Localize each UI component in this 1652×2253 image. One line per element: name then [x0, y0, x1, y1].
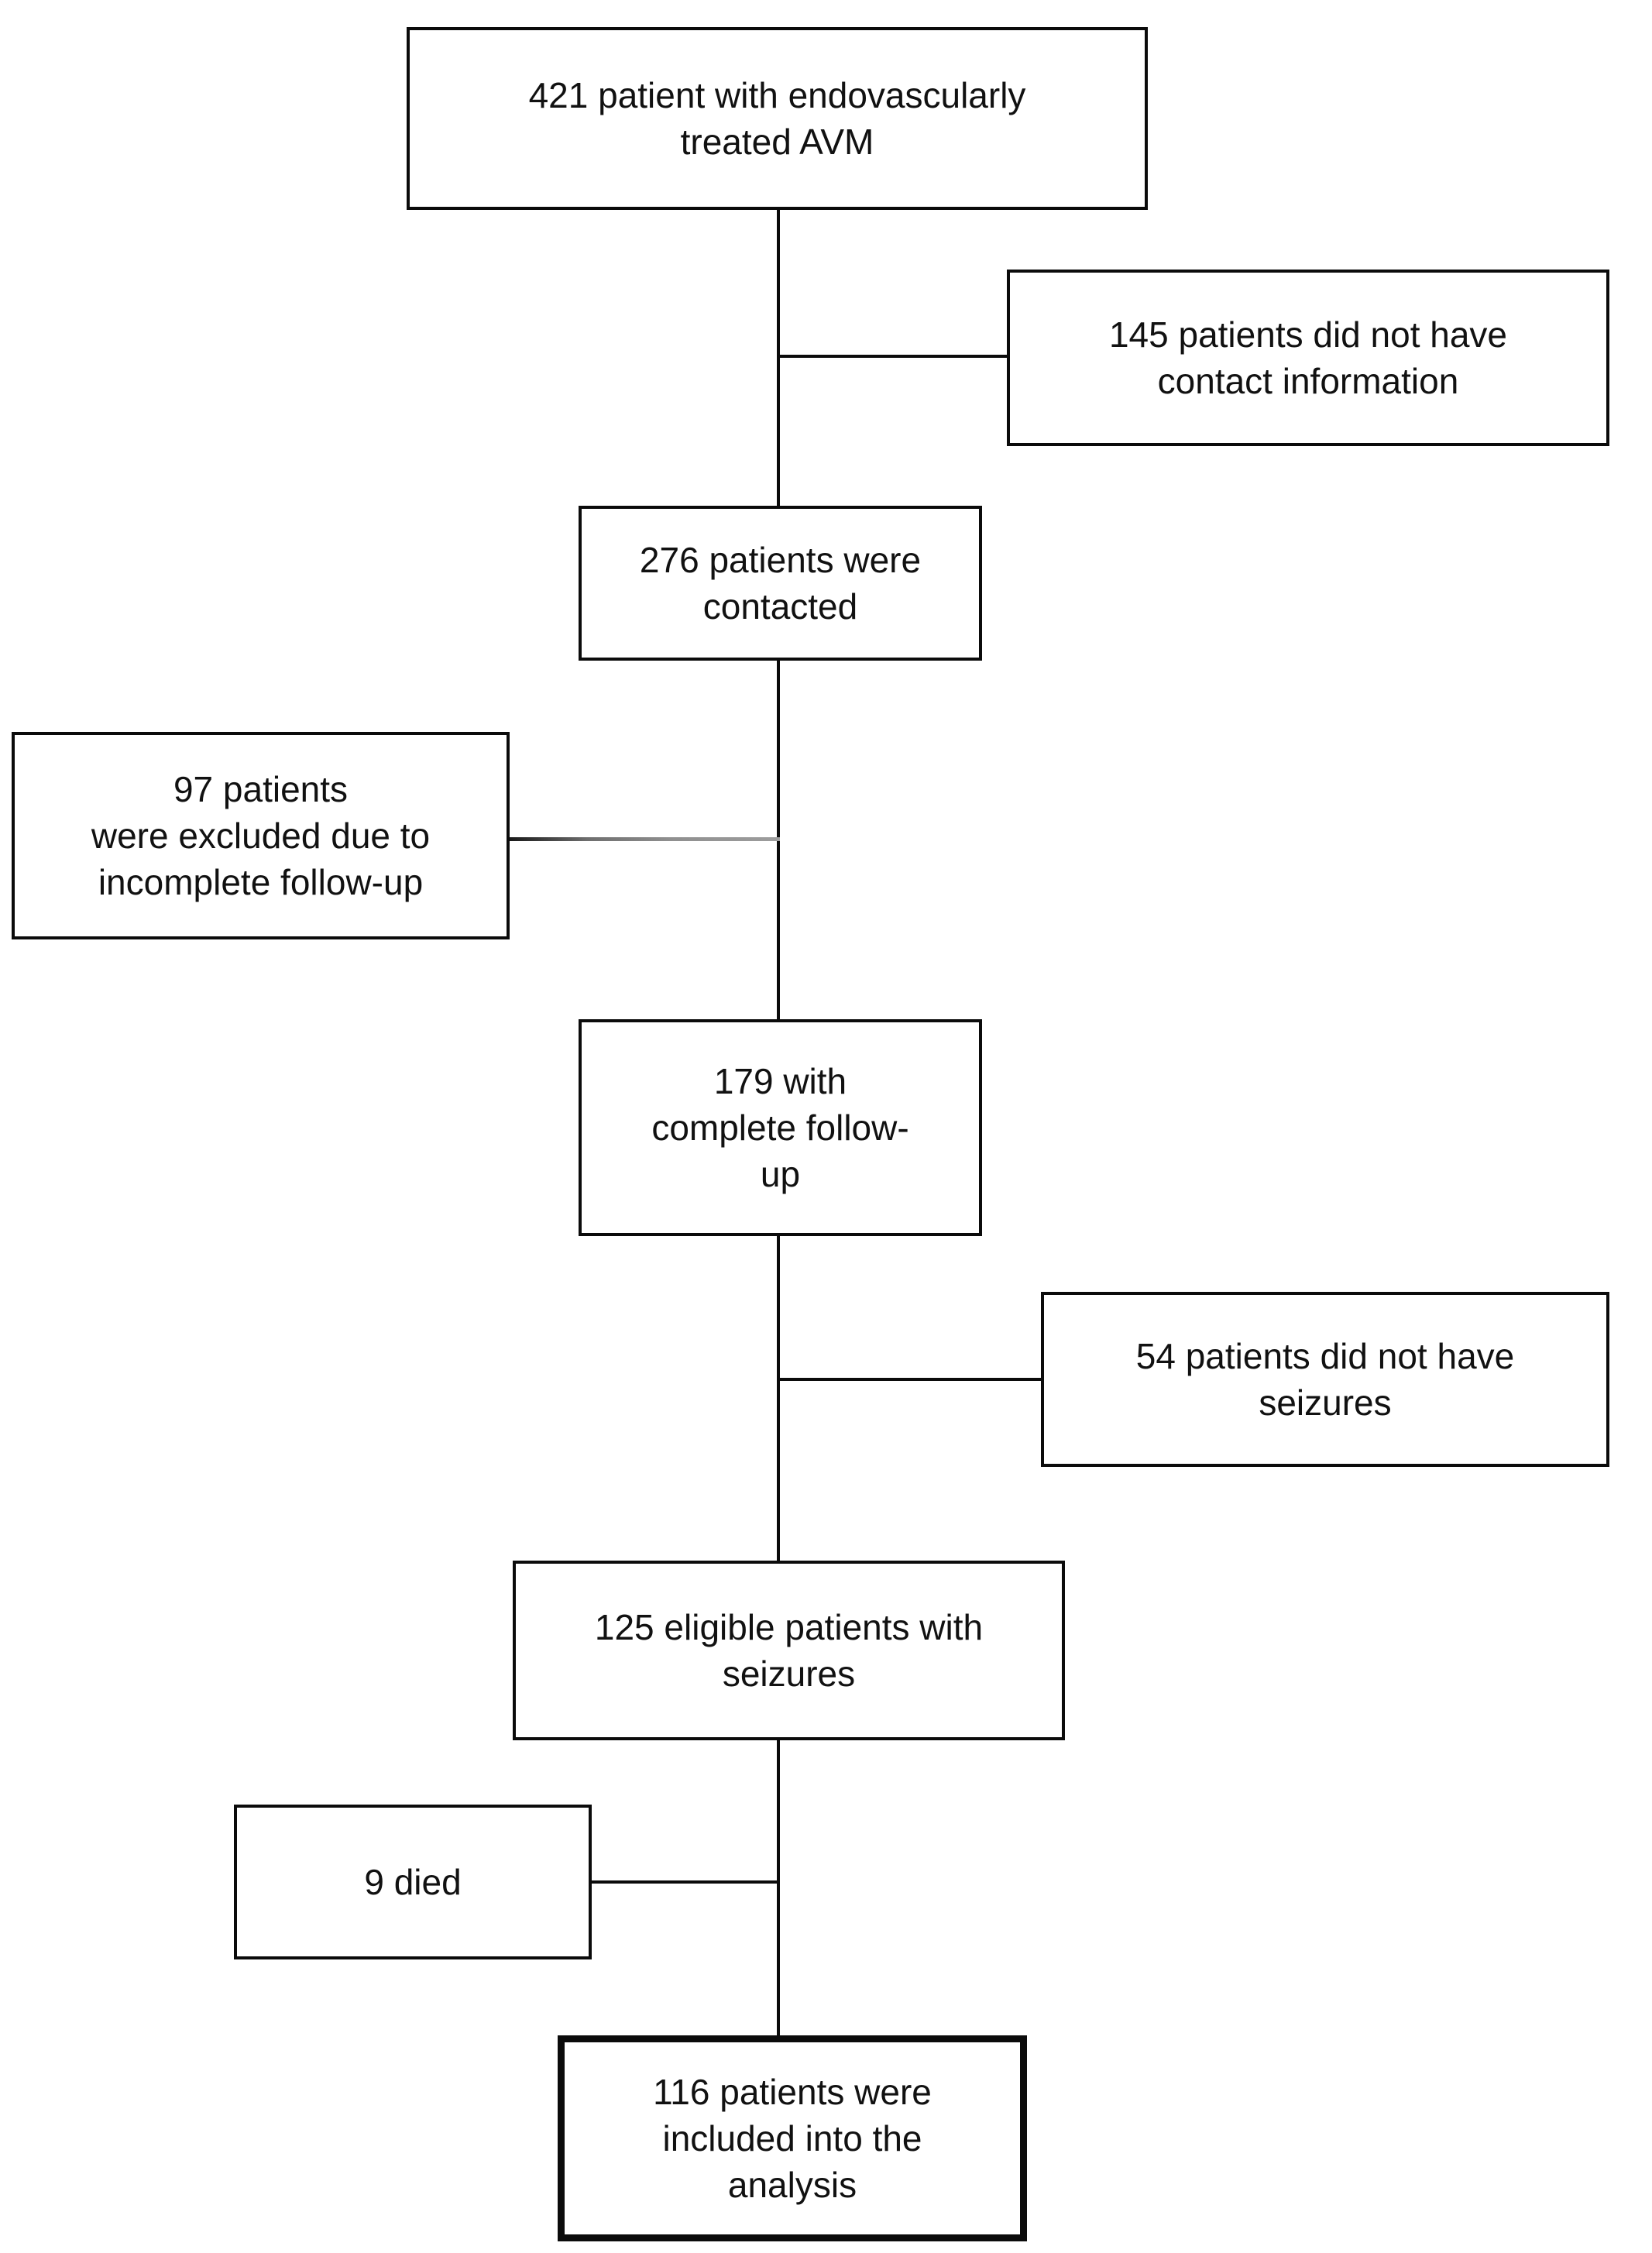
node-died: 9 died [234, 1805, 592, 1959]
node-excluded-incomplete-followup: 97 patients were excluded due to incompl… [12, 732, 510, 939]
node-eligible-with-seizures: 125 eligible patients with seizures [513, 1561, 1065, 1740]
node-no-contact-info-label: 145 patients did not have contact inform… [1108, 314, 1508, 401]
connector-followup-to-eligible [777, 1232, 780, 1565]
node-excluded-incomplete-followup-label: 97 patients were excluded due to incompl… [91, 769, 431, 902]
node-no-seizures: 54 patients did not have seizures [1041, 1292, 1609, 1467]
node-total-patients-label: 421 patient with endovascularly treated … [528, 75, 1026, 162]
node-complete-followup-label: 179 with complete follow- up [651, 1061, 909, 1194]
node-died-label: 9 died [364, 1862, 462, 1902]
node-no-seizures-label: 54 patients did not have seizures [1135, 1336, 1515, 1423]
branch-excluded-followup [505, 837, 780, 841]
node-included-in-analysis-label: 116 patients were included into the anal… [653, 2072, 932, 2205]
node-total-patients: 421 patient with endovascularly treated … [407, 27, 1148, 210]
node-contacted-label: 276 patients were contacted [639, 540, 922, 627]
node-no-contact-info: 145 patients did not have contact inform… [1007, 270, 1609, 446]
node-complete-followup: 179 with complete follow- up [579, 1019, 982, 1236]
connector-eligible-to-included [777, 1736, 780, 2040]
branch-died [587, 1880, 780, 1884]
connector-total-to-contacted [777, 206, 780, 510]
branch-no-contact-info [777, 355, 1009, 358]
node-contacted: 276 patients were contacted [579, 506, 982, 661]
node-eligible-with-seizures-label: 125 eligible patients with seizures [594, 1607, 984, 1694]
branch-no-seizures [777, 1378, 1043, 1381]
node-included-in-analysis: 116 patients were included into the anal… [558, 2035, 1027, 2241]
